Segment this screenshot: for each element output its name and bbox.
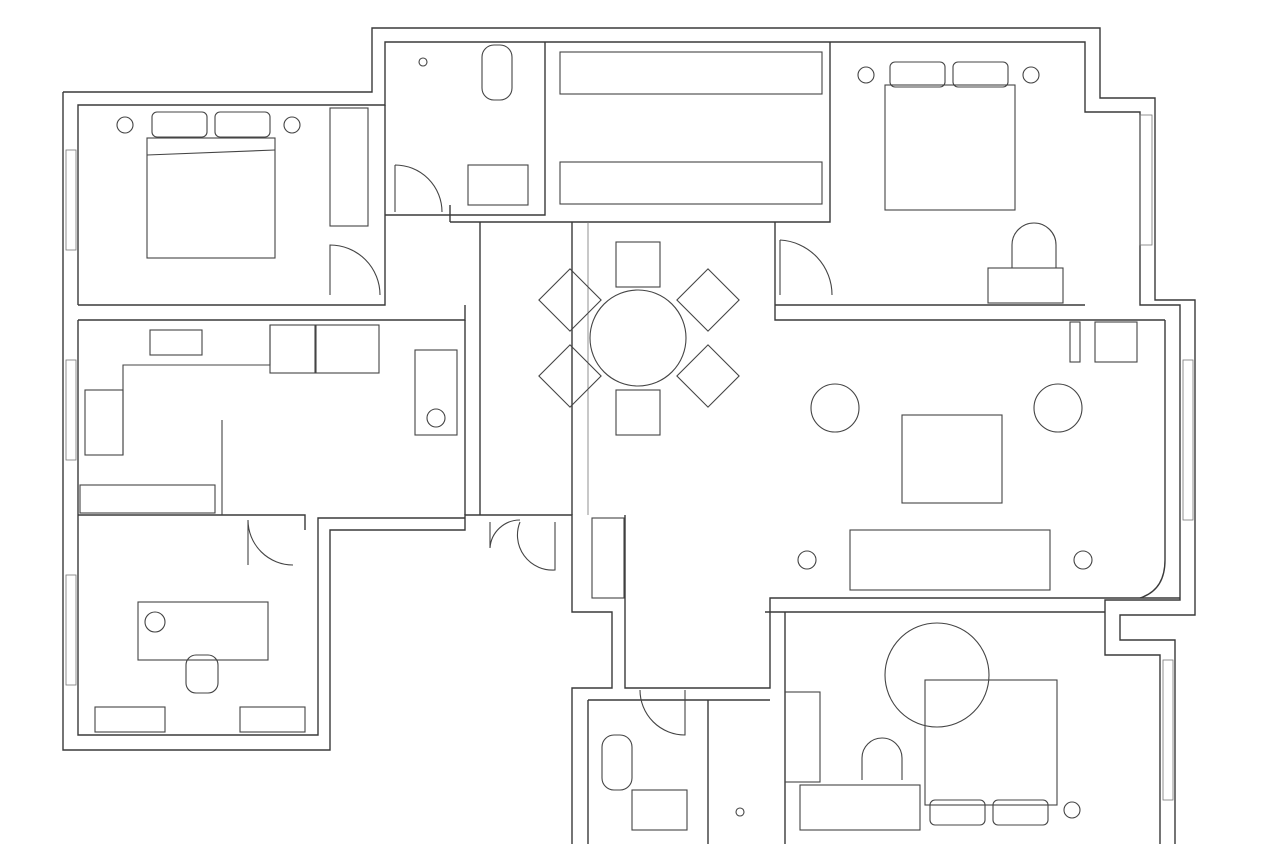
desk	[137, 601, 269, 661]
sofa	[849, 529, 1051, 591]
coffee-table	[901, 414, 1003, 504]
chair	[861, 737, 903, 780]
wardrobe	[329, 107, 369, 227]
cabinet	[239, 706, 306, 733]
toilet	[601, 734, 633, 791]
wall-bath-top	[385, 42, 546, 216]
chair	[538, 241, 740, 436]
bed	[884, 61, 1016, 211]
wardrobe	[784, 691, 821, 783]
wall-bedroom1	[78, 105, 386, 306]
door-swing	[394, 164, 443, 213]
pillow	[929, 799, 986, 826]
desk	[987, 267, 1064, 304]
refrigerator	[315, 324, 380, 374]
lamp-icon	[144, 611, 166, 633]
door-swing	[779, 239, 833, 296]
armchair	[1033, 383, 1083, 433]
wall-bedroom2	[774, 222, 1165, 321]
cabinet	[94, 706, 166, 733]
door-swing	[247, 519, 294, 566]
entry-door	[489, 519, 556, 571]
toilet	[481, 44, 513, 101]
cabinet	[269, 324, 316, 374]
bed	[146, 111, 276, 259]
sink	[631, 789, 688, 831]
window	[65, 114, 1194, 801]
floor-drain	[418, 57, 428, 67]
wall-kitchen-top	[78, 305, 466, 321]
outer-wall-outer-left	[62, 92, 613, 844]
wardrobe	[559, 161, 823, 205]
pillow	[992, 799, 1049, 826]
wardrobe	[559, 51, 823, 95]
cabinet	[79, 484, 216, 514]
outer-wall-outer	[63, 27, 1196, 844]
cabinet	[1094, 321, 1138, 363]
wall-living-curve	[1139, 320, 1166, 599]
shoe-cabinet	[591, 517, 625, 599]
chair	[185, 654, 219, 694]
desk	[799, 784, 921, 831]
wall-living-bottom	[624, 515, 1180, 689]
chair	[1011, 222, 1057, 268]
stove	[149, 329, 203, 356]
counter	[122, 325, 271, 455]
drain	[426, 408, 446, 428]
sink	[467, 164, 529, 206]
bed	[924, 679, 1058, 806]
door-swing	[329, 244, 381, 296]
wall-kitchen-study	[78, 514, 306, 530]
washer	[414, 349, 458, 436]
rug	[884, 622, 990, 728]
floor-drain	[735, 807, 745, 817]
tv-stand	[1069, 321, 1081, 363]
door-swing	[639, 689, 686, 736]
wall-corridor-top	[450, 42, 831, 223]
lamp-icon	[116, 66, 1093, 819]
kitchen-sink	[84, 389, 124, 456]
armchair	[810, 383, 860, 433]
outer-wall-inner-left	[77, 320, 465, 736]
dining-table	[589, 289, 687, 387]
